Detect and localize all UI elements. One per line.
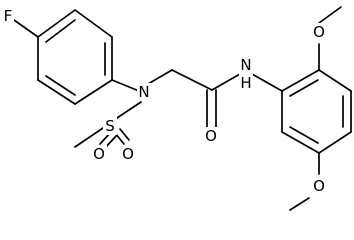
sulfonyl-oxygen-right-atom: O [122,145,134,163]
bond-nitrogen-methylene [147,69,173,85]
amide-hydrogen-atom: H [240,74,251,92]
bond-ring2-e [281,131,320,154]
amide-nitrogen-atom: N [240,56,251,74]
methoxy-oxygen-top-atom: O [313,23,325,41]
bond-ring2-double-c [289,126,319,144]
bond-fluorine [13,19,39,38]
bond-ring2-d [318,131,352,154]
bond-ring2-a [281,69,320,92]
bond-methylene-carbonyl [171,69,213,91]
structure-diagram: F N S O O O N H O O [1,6,352,211]
bond-carbonyl-amide-nitrogen [211,73,241,91]
fluorine-atom: F [4,7,13,25]
carbonyl-oxygen-atom: O [205,127,217,145]
bond-ring1-double-a [45,19,76,43]
bond-methoxy-bottom-methyl [289,197,310,211]
methoxy-oxygen-bottom-atom: O [313,177,325,195]
bond-ring1-d [74,79,113,105]
bond-ring2-b [318,69,352,92]
bonds [13,6,352,211]
bond-nitrogen-sulfur [116,101,142,119]
bond-amide-nitrogen-aryl [251,73,283,92]
bond-ring1-e [37,79,76,105]
bond-ring2-double-a [289,79,319,97]
bond-sulfur-methyl [74,127,104,148]
bond-aryl-nitrogen [111,79,140,92]
bond-ring1-a [37,9,76,38]
sulfonyl-oxygen-left-atom: O [93,145,105,163]
bond-sulfur-oxygen-right-b [119,128,130,141]
bond-ring1-b [74,9,113,38]
sulfonamide-nitrogen-atom: N [138,83,149,101]
atom-labels: F N S O O O N H O O [1,7,327,195]
bond-ring1-double-c [45,75,76,96]
sulfur-atom: S [105,117,115,135]
bond-methoxy-top-methyl [318,6,342,24]
